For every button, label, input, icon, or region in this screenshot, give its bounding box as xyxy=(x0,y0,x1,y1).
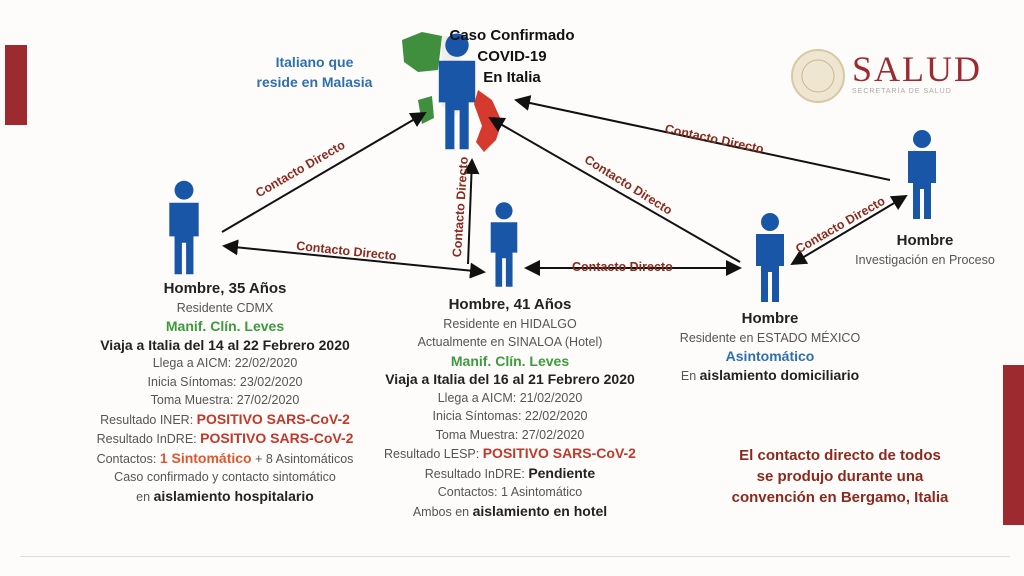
bergamo-note: El contacto directo de todos se produjo … xyxy=(731,447,949,506)
mexico-seal-icon xyxy=(791,49,845,103)
person-icon-41 xyxy=(490,202,518,287)
person-icon-35 xyxy=(169,180,199,275)
case-investigacion-info: Hombre Investigación en Proceso xyxy=(855,232,995,267)
edge-label: Contacto Directo xyxy=(572,260,673,274)
person-icon-edomex xyxy=(756,213,784,302)
salud-logo: SALUD SECRETARÍA DE SALUD xyxy=(852,49,983,95)
arrows xyxy=(221,95,908,279)
center-side-label: Italiano que reside en Malasia xyxy=(256,54,373,90)
right-red-bar xyxy=(1003,365,1024,525)
case-edomex-info: Hombre Residente en ESTADO MÉXICO Asinto… xyxy=(679,310,861,383)
case-35-info: Hombre, 35 Años Residente CDMX Manif. Cl… xyxy=(96,280,354,504)
bottom-divider xyxy=(20,556,1010,557)
person-icon-investigacion xyxy=(908,130,936,219)
center-case-title: Caso Confirmado COVID-19 En Italia xyxy=(449,27,575,86)
left-red-bar xyxy=(5,45,27,125)
case-41-info: Hombre, 41 Años Residente en HIDALGO Act… xyxy=(384,296,636,519)
